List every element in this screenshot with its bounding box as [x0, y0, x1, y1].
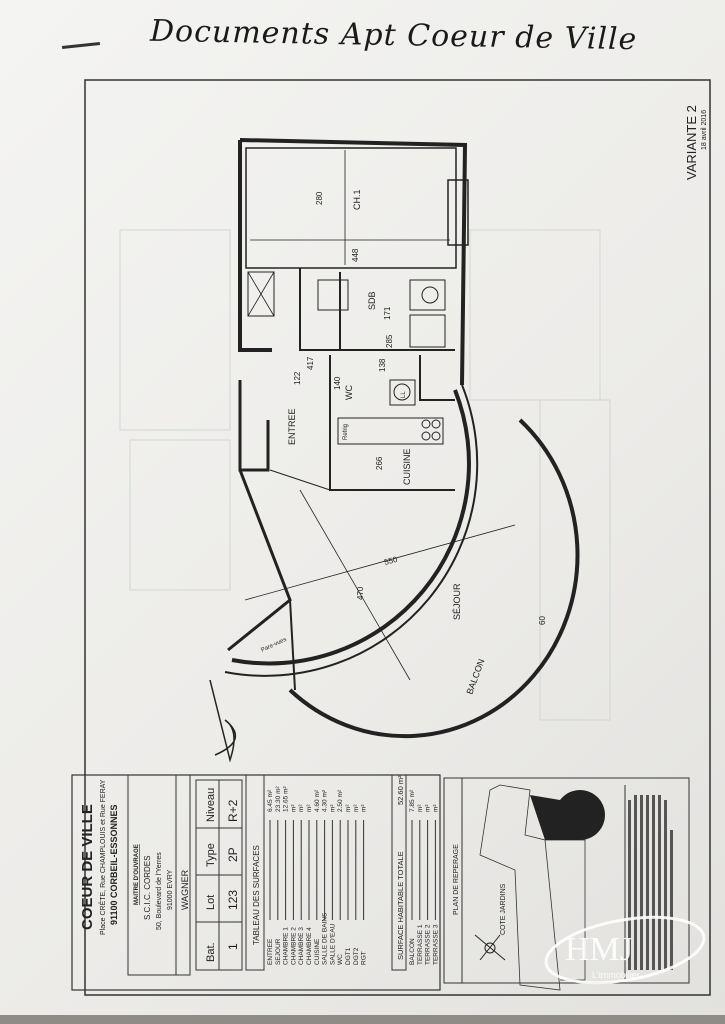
total-surface-value: 52.60 m² — [396, 775, 405, 805]
surface-value: m² — [361, 804, 368, 812]
legal-notice-text — [628, 795, 673, 970]
surface-value: m² — [306, 804, 313, 812]
dim-122: 122 — [293, 371, 302, 385]
lot-table: Bat. Lot Type Niveau 1 123 2P R+2 — [195, 779, 243, 971]
owner-name: S.C.I.C. CORDES — [143, 856, 152, 920]
fridge-label: Refrig — [343, 424, 349, 440]
architect-name: WAGNER — [180, 869, 190, 910]
surface-label: BALCON — [409, 938, 416, 965]
value-lot: 123 — [226, 890, 240, 910]
surface-label: RGT — [361, 951, 368, 965]
owner-street: 50, Boulevard de l'Yerres — [156, 852, 163, 930]
room-label-balcon: BALCON — [464, 657, 486, 695]
surface-label: TERRASSE 2 — [425, 924, 432, 965]
watermark-tagline: L'immobilier — [592, 970, 640, 980]
dim-417: 417 — [306, 356, 315, 370]
surface-value: m² — [345, 804, 352, 812]
dim-171: 171 — [383, 306, 392, 320]
surface-label: CHAMBRE 4 — [306, 927, 313, 965]
surface-value: m² — [290, 804, 297, 812]
title-block: COEUR DE VILLE Place CRÊTE, Rue CHAMPLOU… — [79, 774, 439, 976]
watermark-text: HMJ — [565, 931, 633, 968]
surface-label: SALLE D'EAU — [329, 923, 336, 965]
signature — [209, 679, 237, 763]
dim-266: 266 — [375, 456, 384, 470]
watermark-logo: HMJ L'immobilier — [544, 915, 706, 985]
surface-label: WC — [337, 954, 344, 965]
surface-value: m² — [353, 804, 360, 812]
surfaces-list: ENTREE 6.45 m² SEJOUR 23.30 m² CHAMBRE 1 12.6… — [267, 786, 368, 965]
surface-label: SEJOUR — [275, 938, 282, 965]
garden-side-label: COTE JARDINS — [500, 883, 507, 935]
surface-label: ENTREE — [267, 938, 274, 965]
washer-label: LL — [401, 391, 407, 398]
surface-value: 4.30 m² — [322, 789, 329, 812]
surface-value: 6.45 m² — [267, 789, 274, 812]
dim-60: 60 — [538, 616, 547, 625]
surface-value: m² — [432, 804, 439, 812]
room-label-cuisine: CUISINE — [402, 448, 412, 485]
header-lot: Lot — [205, 895, 217, 910]
surface-value: m² — [329, 804, 336, 812]
owner-city: 91000 EVRY — [167, 869, 174, 910]
apartment-highlight — [530, 790, 605, 840]
screen-label: Pare-vues — [260, 637, 287, 654]
surface-value: 23.30 m² — [275, 786, 282, 812]
project-city: 91100 CORBEIL-ESSONNES — [109, 804, 119, 925]
surface-label: SALLE DE BAINS — [322, 912, 329, 965]
dim-138: 138 — [378, 358, 387, 372]
compass-icon — [474, 934, 506, 961]
header-bat: Bat. — [205, 942, 217, 962]
room-label-wc: WC — [344, 385, 354, 400]
surface-value: m² — [298, 804, 305, 812]
dim-280: 280 — [315, 191, 324, 205]
value-type: 2P — [226, 847, 240, 862]
exterior-surfaces-list: BALCON 7.85 m² TERRASSE 1 m² TERRASSE 2 m² TER… — [409, 789, 439, 965]
dim-285: 285 — [385, 334, 394, 348]
location-plan: PLAN DE REPERAGE COTE JARDINS — [443, 777, 690, 991]
dim-448: 448 — [351, 248, 360, 262]
total-surface-label: SURFACE HABITABLE TOTALE — [396, 851, 405, 960]
outer-frame — [84, 79, 711, 996]
surface-value: 2.50 m² — [337, 789, 344, 812]
surface-value: 12.65 m² — [283, 786, 290, 812]
project-address: Place CRÊTE, Rue CHAMPLOUIS et Rue FERAY — [98, 779, 107, 935]
room-label-sejour: SÉJOUR — [452, 583, 462, 620]
header-niveau: Niveau — [205, 788, 217, 822]
owner-label: MAITRE D'OUVRAGE — [134, 844, 140, 905]
location-plan-title: PLAN DE REPERAGE — [453, 844, 460, 915]
project-name: COEUR DE VILLE — [79, 804, 96, 930]
surface-label: TERRASSE 1 — [417, 924, 424, 965]
surface-value: m² — [425, 804, 432, 812]
dim-470: 470 — [356, 586, 365, 600]
room-label-ch1: CH.1 — [352, 189, 362, 210]
background-building-plan — [119, 229, 611, 721]
surface-label: CHAMBRE 1 — [283, 927, 290, 965]
value-bat: 1 — [226, 943, 240, 950]
value-niveau: R+2 — [226, 799, 240, 822]
header-type: Type — [205, 843, 217, 867]
room-label-entree: ENTREE — [287, 408, 297, 445]
surface-label: DGT1 — [345, 947, 352, 965]
surface-label: CHAMBRE 2 — [290, 927, 297, 965]
variant-title: VARIANTE 2 — [684, 105, 699, 180]
surface-value: 4.60 m² — [314, 789, 321, 812]
variant-date: 18 avril 2016 — [701, 110, 708, 150]
surface-label: CHAMBRE 3 — [298, 927, 305, 965]
surface-value: 7.85 m² — [409, 789, 416, 812]
surface-label: TERRASSE 3 — [432, 924, 439, 965]
surface-label: DGT2 — [353, 947, 360, 965]
surfaces-title: TABLEAU DES SURFACES — [252, 845, 261, 945]
room-label-sdb: SDB — [367, 291, 377, 310]
surface-value: m² — [417, 804, 424, 812]
apartment-walls — [224, 138, 580, 739]
dim-140: 140 — [333, 376, 342, 390]
dim-550: 550 — [383, 555, 399, 567]
surface-label: CUISINE — [314, 938, 321, 965]
